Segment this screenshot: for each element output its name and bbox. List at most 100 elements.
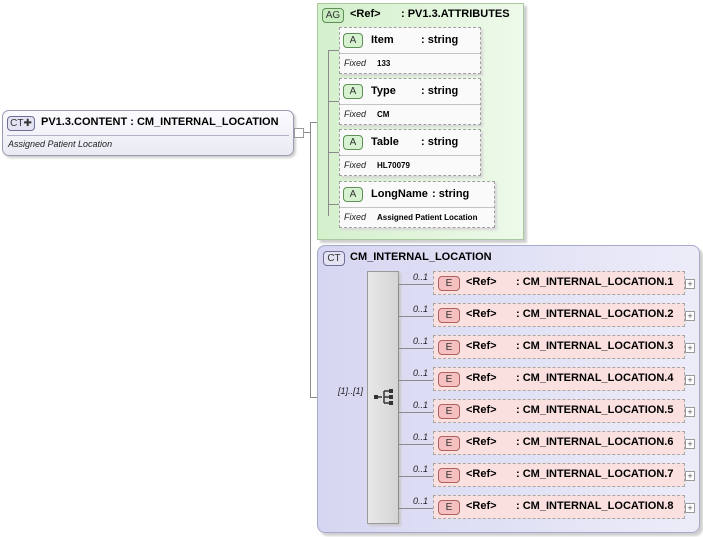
main-divider bbox=[7, 135, 289, 136]
element-item[interactable]: E <Ref> : CM_INTERNAL_LOCATION.2 bbox=[433, 303, 685, 327]
element-item[interactable]: E <Ref> : CM_INTERNAL_LOCATION.6 bbox=[433, 431, 685, 455]
fixed-value: CM bbox=[377, 110, 390, 119]
element-badge-icon: E bbox=[438, 436, 460, 451]
element-trunk bbox=[398, 284, 399, 509]
attribute-divider bbox=[340, 207, 494, 208]
element-branch bbox=[398, 348, 433, 349]
connector-trunk bbox=[310, 122, 311, 397]
element-name: : CM_INTERNAL_LOCATION.2 bbox=[516, 308, 674, 320]
element-name: : CM_INTERNAL_LOCATION.7 bbox=[516, 468, 674, 480]
element-branch bbox=[398, 508, 433, 509]
element-item[interactable]: E <Ref> : CM_INTERNAL_LOCATION.3 bbox=[433, 335, 685, 359]
element-badge-icon: E bbox=[438, 308, 460, 323]
expand-icon[interactable]: + bbox=[685, 439, 695, 449]
attribute-type: : string bbox=[421, 136, 459, 148]
attribute-branch bbox=[328, 101, 339, 102]
attribute-branch bbox=[328, 152, 339, 153]
complex-type-badge-icon: CT✚ bbox=[7, 116, 35, 131]
element-item[interactable]: E <Ref> : CM_INTERNAL_LOCATION.1 bbox=[433, 271, 685, 295]
attribute-item[interactable]: A Type : string Fixed CM bbox=[339, 78, 481, 125]
sequence-cardinality: [1]..[1] bbox=[338, 386, 364, 396]
expand-icon[interactable]: + bbox=[685, 311, 695, 321]
element-name: : CM_INTERNAL_LOCATION.4 bbox=[516, 372, 674, 384]
fixed-value: Assigned Patient Location bbox=[377, 213, 478, 222]
fixed-value: HL70079 bbox=[377, 161, 410, 170]
expand-icon[interactable]: + bbox=[685, 471, 695, 481]
attribute-type: : string bbox=[432, 188, 470, 200]
element-ref: <Ref> bbox=[466, 340, 497, 352]
expand-icon[interactable]: + bbox=[685, 407, 695, 417]
element-item[interactable]: E <Ref> : CM_INTERNAL_LOCATION.5 bbox=[433, 399, 685, 423]
attribute-name: Table bbox=[371, 136, 399, 148]
attribute-group-ref: <Ref> bbox=[350, 8, 381, 20]
attribute-group-box[interactable]: AG <Ref> : PV1.3.ATTRIBUTES A Item : str… bbox=[317, 3, 524, 240]
element-cardinality: 0..1 bbox=[413, 368, 429, 378]
attribute-connector bbox=[328, 50, 329, 216]
element-cardinality: 0..1 bbox=[413, 496, 429, 506]
element-branch bbox=[398, 380, 433, 381]
element-branch bbox=[398, 444, 433, 445]
fixed-label: Fixed bbox=[344, 58, 367, 68]
element-branch bbox=[398, 476, 433, 477]
element-branch bbox=[398, 316, 433, 317]
attribute-item[interactable]: A Table : string Fixed HL70079 bbox=[339, 129, 481, 176]
element-badge-icon: E bbox=[438, 340, 460, 355]
element-ref: <Ref> bbox=[466, 436, 497, 448]
expand-icon[interactable]: + bbox=[685, 343, 695, 353]
element-branch bbox=[398, 284, 433, 285]
element-badge-icon: E bbox=[438, 500, 460, 515]
element-name: : CM_INTERNAL_LOCATION.1 bbox=[516, 276, 674, 288]
fixed-value: 133 bbox=[377, 59, 391, 68]
attribute-group-name: : PV1.3.ATTRIBUTES bbox=[401, 8, 510, 20]
element-item[interactable]: E <Ref> : CM_INTERNAL_LOCATION.7 bbox=[433, 463, 685, 487]
element-ref: <Ref> bbox=[466, 404, 497, 416]
expand-icon[interactable]: + bbox=[685, 375, 695, 385]
attribute-divider bbox=[340, 53, 480, 54]
element-cardinality: 0..1 bbox=[413, 400, 429, 410]
main-complex-type-box[interactable]: CT✚ PV1.3.CONTENT : CM_INTERNAL_LOCATION… bbox=[2, 110, 294, 156]
attribute-type: : string bbox=[421, 85, 459, 97]
expand-icon[interactable]: + bbox=[685, 279, 695, 289]
main-badge-label: CT bbox=[10, 118, 24, 129]
element-cardinality: 0..1 bbox=[413, 304, 429, 314]
attribute-badge-icon: A bbox=[343, 135, 363, 150]
element-cardinality: 0..1 bbox=[413, 272, 429, 282]
element-badge-icon: E bbox=[438, 276, 460, 291]
main-annotation: Assigned Patient Location bbox=[8, 139, 113, 149]
attribute-badge-icon: A bbox=[343, 84, 363, 99]
element-name: : CM_INTERNAL_LOCATION.8 bbox=[516, 500, 674, 512]
element-ref: <Ref> bbox=[466, 308, 497, 320]
element-ref: <Ref> bbox=[466, 276, 497, 288]
expand-icon[interactable]: + bbox=[685, 503, 695, 513]
element-ref: <Ref> bbox=[466, 500, 497, 512]
element-badge-icon: E bbox=[438, 468, 460, 483]
collapse-toggle-icon[interactable] bbox=[294, 128, 304, 138]
attribute-item[interactable]: A LongName : string Fixed Assigned Patie… bbox=[339, 181, 495, 228]
attribute-divider bbox=[340, 155, 480, 156]
element-badge-icon: E bbox=[438, 372, 460, 387]
attribute-name: LongName bbox=[371, 188, 428, 200]
attribute-name: Item bbox=[371, 34, 394, 46]
fixed-label: Fixed bbox=[344, 160, 367, 170]
element-cardinality: 0..1 bbox=[413, 464, 429, 474]
element-name: : CM_INTERNAL_LOCATION.5 bbox=[516, 404, 674, 416]
element-ref: <Ref> bbox=[466, 372, 497, 384]
element-cardinality: 0..1 bbox=[413, 432, 429, 442]
element-branch bbox=[398, 412, 433, 413]
element-name: : CM_INTERNAL_LOCATION.3 bbox=[516, 340, 674, 352]
attribute-divider bbox=[340, 104, 480, 105]
attribute-group-badge-icon: AG bbox=[322, 8, 344, 23]
fixed-label: Fixed bbox=[344, 109, 367, 119]
element-badge-icon: E bbox=[438, 404, 460, 419]
attribute-item[interactable]: A Item : string Fixed 133 bbox=[339, 27, 481, 74]
attribute-badge-icon: A bbox=[343, 187, 363, 202]
fixed-label: Fixed bbox=[344, 212, 367, 222]
element-ref: <Ref> bbox=[466, 468, 497, 480]
element-item[interactable]: E <Ref> : CM_INTERNAL_LOCATION.4 bbox=[433, 367, 685, 391]
sequence-compositor[interactable] bbox=[367, 271, 399, 524]
element-item[interactable]: E <Ref> : CM_INTERNAL_LOCATION.8 bbox=[433, 495, 685, 519]
attribute-type: : string bbox=[421, 34, 459, 46]
attribute-badge-icon: A bbox=[343, 33, 363, 48]
sequence-icon bbox=[374, 389, 393, 405]
element-name: : CM_INTERNAL_LOCATION.6 bbox=[516, 436, 674, 448]
